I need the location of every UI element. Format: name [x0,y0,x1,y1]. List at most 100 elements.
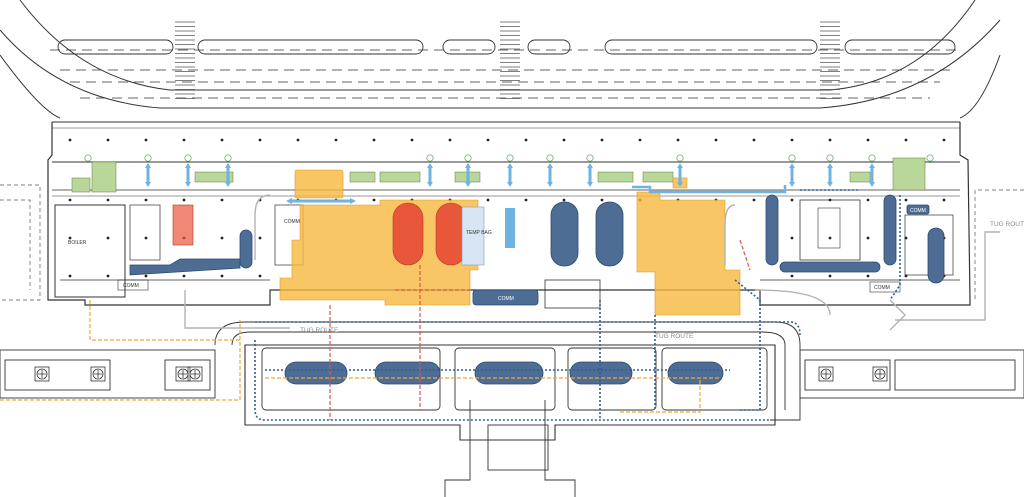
fan-icon [90,366,106,382]
column-dot [866,138,870,142]
double-arrow-icon [869,163,875,187]
column-dot [942,198,946,202]
column-dot [828,274,832,278]
column-dot [182,138,186,142]
column-dot [638,138,642,142]
grey-tug-route [184,194,1000,331]
crosswalks [175,21,840,99]
column-dot [790,236,794,240]
column-dot [106,198,110,202]
elevator-icon [826,154,834,162]
double-arrow-icon [507,163,513,187]
lower-wings [0,349,1024,399]
fan-icon [34,366,50,382]
column-dot [866,236,870,240]
column-dot [448,138,452,142]
blue-dotted-route [254,189,901,421]
column-dot [220,236,224,240]
double-arrow-icon [827,163,833,187]
column-dot [790,274,794,278]
column-dot [828,236,832,240]
fan-icon [818,366,834,382]
tug-route-label-2: TUG ROUTE [655,333,694,340]
curbside-roadway [0,0,1001,119]
column-dot [752,138,756,142]
column-dot [68,236,72,240]
room-labels: BOILER COMM COMM COMM COMM COMM TEMP BAG… [68,208,1024,340]
elevator-icon [926,154,934,162]
double-arrow-icon [145,163,151,187]
column-dot [524,198,528,202]
comm-label-1: COMM [284,219,300,225]
column-dot [866,274,870,278]
column-dot [752,198,756,202]
column-dot [220,138,224,142]
double-arrow-icon [286,198,356,204]
column-dot [828,198,832,202]
tug-route-label-1: TUG ROUTE [300,327,339,334]
comm-label-5: COMM [910,208,926,214]
column-dot [144,138,148,142]
temp-bag-label: TEMP BAG [466,230,492,236]
baggage-makeup-hall [214,321,801,497]
fan-icons [34,366,888,382]
green-cores [71,157,926,193]
double-arrow-icon [225,163,231,187]
elevator-icons [84,154,934,162]
column-dot [790,138,794,142]
comm-label-4: COMM [874,285,890,291]
column-dot [410,138,414,142]
column-dot [866,198,870,202]
elevator-icon [224,154,232,162]
orange-zones [279,169,741,316]
column-dot [68,138,72,142]
elevator-icon [426,154,434,162]
column-dot [828,138,832,142]
double-arrow-icon [587,163,593,187]
column-dot [600,138,604,142]
column-dot [296,138,300,142]
column-dot [486,138,490,142]
column-dot [942,138,946,142]
elevator-icon [546,154,554,162]
column-dot [904,138,908,142]
column-dot [334,138,338,142]
terminal-building [47,121,971,309]
column-dot [562,198,566,202]
column-dot [258,274,262,278]
fan-icon [187,366,203,382]
column-dot [714,138,718,142]
curb-islands [57,39,956,55]
column-dot [486,198,490,202]
elevator-icon [586,154,594,162]
column-dot [182,274,186,278]
column-dot [904,236,908,240]
column-dot [182,198,186,202]
column-dot [68,274,72,278]
column-dot [372,198,376,202]
column-dot [220,198,224,202]
temp-bag-room [461,206,485,266]
column-dot [600,198,604,202]
column-dot [106,138,110,142]
circulation-path [632,185,787,194]
column-dot [524,138,528,142]
elevator-icon [464,154,472,162]
column-dot [106,236,110,240]
tug-route-label-3: TUG ROUTE [990,221,1024,228]
column-dot [258,138,262,142]
double-arrow-icon [427,163,433,187]
double-arrow-icon [677,163,683,187]
fan-icon [872,366,888,382]
column-dot [676,138,680,142]
elevator-icon [868,154,876,162]
elevator-icon [184,154,192,162]
comm-label-3: COMM [498,296,514,302]
orange-dashed-route [0,300,720,413]
baggage-devices [129,194,945,306]
comm-label-2: COMM [123,283,139,289]
column-dot [562,138,566,142]
column-dot [904,274,908,278]
elevator-icon [676,154,684,162]
